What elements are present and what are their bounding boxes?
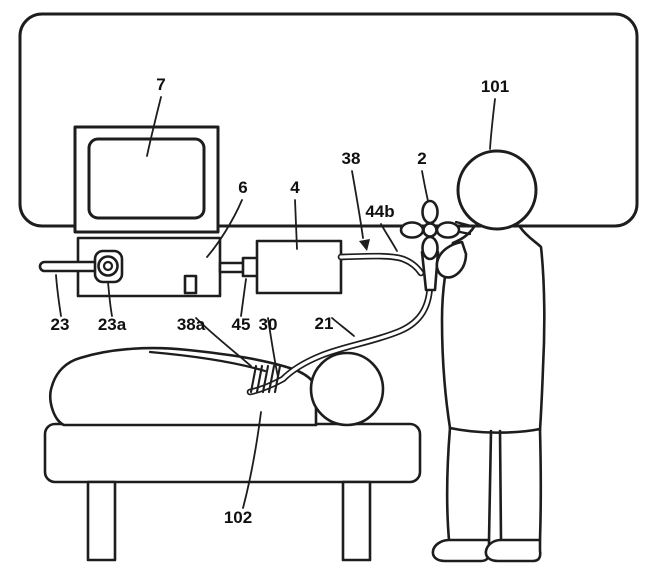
label-insertion-portion: 30 bbox=[259, 315, 278, 334]
labels: 7 6 4 38 44b 2 101 23 23a 38a 45 30 21 1… bbox=[51, 75, 510, 527]
knob-west bbox=[399, 221, 425, 239]
operator-leg-right bbox=[538, 428, 543, 542]
leader-7 bbox=[146, 96, 162, 157]
leader-45 bbox=[240, 278, 247, 317]
label-connector: 45 bbox=[232, 315, 251, 334]
power-button bbox=[183, 274, 198, 295]
operator-torso-right bbox=[518, 225, 546, 432]
label-light-source: 4 bbox=[290, 178, 300, 197]
coupler-45 bbox=[218, 256, 260, 278]
label-cord-plug: 23a bbox=[98, 315, 127, 334]
leader-44b bbox=[380, 223, 398, 252]
operator-leg-left bbox=[445, 426, 452, 542]
cable-38 bbox=[337, 252, 425, 277]
hatch-line bbox=[273, 364, 282, 394]
cable-38-outline bbox=[337, 252, 425, 277]
label-endoscope: 2 bbox=[417, 149, 426, 168]
operator-coat-hem bbox=[448, 426, 542, 434]
operator-figure bbox=[431, 225, 546, 563]
knob-east bbox=[435, 221, 461, 239]
patient-figure bbox=[49, 346, 385, 427]
label-monitor: 7 bbox=[156, 75, 165, 94]
patient-head bbox=[309, 351, 385, 427]
monitor-screen bbox=[87, 137, 206, 220]
examination-table bbox=[43, 422, 422, 562]
label-cable: 38 bbox=[342, 149, 361, 168]
hatch-line bbox=[249, 364, 258, 394]
leader-6 bbox=[206, 199, 243, 258]
plug-inner bbox=[102, 260, 114, 272]
plug-outer bbox=[97, 255, 119, 277]
operator-head bbox=[456, 149, 538, 231]
operator-foot-right bbox=[484, 538, 542, 563]
endoscope bbox=[399, 199, 461, 292]
label-universal-cord: 21 bbox=[315, 314, 334, 333]
leader-23a bbox=[107, 281, 113, 317]
label-processor: 6 bbox=[238, 178, 247, 197]
table-top bbox=[43, 422, 422, 484]
leader-4 bbox=[294, 199, 298, 250]
leader-lines bbox=[55, 96, 496, 509]
hatch-line bbox=[261, 364, 270, 394]
operator-leg-inner-right bbox=[498, 429, 503, 542]
operator-foot-left bbox=[431, 538, 491, 563]
hatch-line bbox=[255, 364, 264, 394]
operator-hand bbox=[435, 240, 468, 279]
leader-21 bbox=[331, 317, 355, 337]
universal-cord-21 bbox=[246, 278, 434, 396]
coupler-shaft bbox=[218, 261, 246, 274]
light-source-unit bbox=[255, 239, 343, 295]
leader-102 bbox=[242, 411, 262, 509]
hatch-line bbox=[267, 364, 276, 394]
knob-north bbox=[421, 199, 439, 225]
label-operator: 101 bbox=[481, 77, 509, 96]
monitor bbox=[73, 125, 220, 234]
leader-23 bbox=[55, 274, 62, 317]
knob-south bbox=[421, 235, 439, 261]
table-leg-left bbox=[86, 480, 117, 562]
knob-hub bbox=[422, 222, 438, 238]
leader-38-arrowhead bbox=[359, 239, 370, 251]
label-flexible-tube: 38a bbox=[177, 315, 206, 334]
label-cable-branch: 44b bbox=[365, 202, 394, 221]
leader-30 bbox=[267, 317, 279, 378]
label-cord: 23 bbox=[51, 315, 70, 334]
cord-21-core bbox=[248, 280, 432, 394]
cable-38-core bbox=[339, 254, 423, 275]
eyepiece-line-top bbox=[454, 220, 473, 228]
label-patient: 102 bbox=[224, 508, 252, 527]
leader-101 bbox=[489, 98, 496, 150]
endoscope-knobs bbox=[399, 199, 461, 261]
mouthpiece-hatch bbox=[249, 364, 282, 394]
processor-unit bbox=[38, 236, 222, 298]
table-leg-right bbox=[341, 480, 372, 562]
operator-torso-left bbox=[440, 225, 476, 430]
leader-38 bbox=[351, 170, 364, 239]
leader-38a bbox=[195, 317, 252, 367]
cord-23 bbox=[38, 260, 104, 273]
operator-leg-inner-left bbox=[487, 429, 493, 542]
leader-2 bbox=[421, 170, 429, 202]
